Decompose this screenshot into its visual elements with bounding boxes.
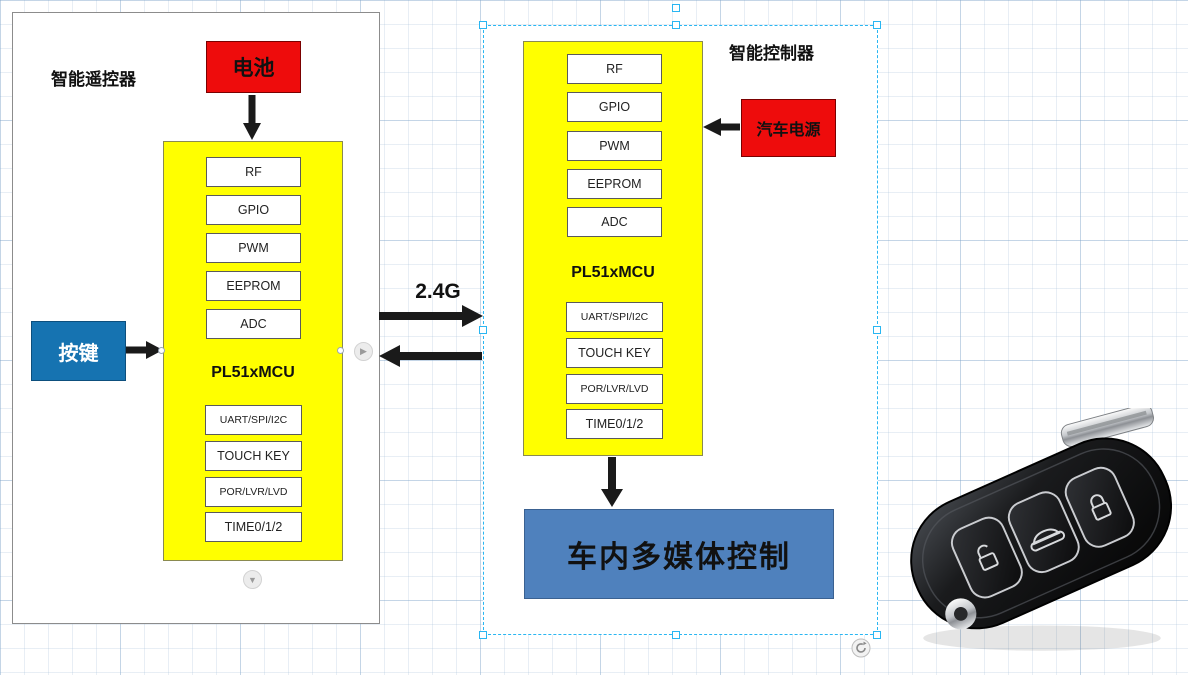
arrow-rf-left[interactable] [379, 345, 482, 367]
connection-point-right[interactable] [337, 347, 344, 354]
selection-handle-top-left[interactable] [479, 21, 487, 29]
module-label: TOUCH KEY [217, 449, 290, 463]
module-label: EEPROM [226, 279, 281, 293]
module-label: ADC [240, 317, 267, 331]
rotate-shape-icon[interactable] [851, 638, 871, 658]
unlock-button-icon [950, 516, 1023, 599]
battery-label: 电池 [232, 57, 275, 80]
module-label: ADC [601, 215, 628, 229]
controller-module-rf[interactable]: RF [567, 54, 662, 84]
battery-shape[interactable]: 电池 [206, 41, 301, 93]
triangle-right-glyph: ▶ [360, 346, 367, 356]
remote-group-title: 智能遥控器 [51, 70, 136, 89]
module-label: PWM [599, 139, 630, 153]
controller-mcu-name: PL51xMCU [571, 264, 655, 281]
multimedia-shape[interactable]: 车内多媒体控制 [524, 509, 834, 599]
module-label: UART/SPI/I2C [580, 311, 649, 323]
remote-module-uart-spi-i2c[interactable]: UART/SPI/I2C [205, 405, 302, 435]
lock-button-icon [1064, 466, 1135, 548]
remote-module-adc[interactable]: ADC [206, 309, 301, 339]
module-label: TIME0/1/2 [224, 520, 283, 534]
selection-rotate-handle[interactable] [672, 4, 680, 12]
nav-arrow-down-icon[interactable]: ▼ [243, 570, 262, 589]
controller-module-adc[interactable]: ADC [567, 207, 662, 237]
nav-arrow-right-icon[interactable]: ▶ [354, 342, 373, 361]
controller-module-touch-key[interactable]: TOUCH KEY [566, 338, 663, 368]
remote-module-pwm[interactable]: PWM [206, 233, 301, 263]
multimedia-label: 车内多媒体控制 [567, 541, 791, 574]
remote-module-gpio[interactable]: GPIO [206, 195, 301, 225]
controller-module-gpio[interactable]: GPIO [567, 92, 662, 122]
module-label: POR/LVR/LVD [219, 486, 288, 498]
remote-module-rf[interactable]: RF [206, 157, 301, 187]
remote-module-time012[interactable]: TIME0/1/2 [205, 512, 302, 542]
arrow-rf-right[interactable] [379, 305, 483, 327]
selection-handle-bottom-center[interactable] [672, 631, 680, 639]
selection-handle-bottom-right[interactable] [873, 631, 881, 639]
module-label: PWM [238, 241, 269, 255]
module-label: RF [606, 62, 623, 76]
car-power-shape[interactable]: 汽车电源 [741, 99, 836, 157]
remote-module-por-lvr-lvd[interactable]: POR/LVR/LVD [205, 477, 302, 507]
remote-group-container[interactable]: 智能遥控器 电池 按键 RF GPIO PWM EEPROM ADC PL51x… [12, 12, 380, 624]
module-label: GPIO [598, 100, 631, 114]
module-label: EEPROM [587, 177, 642, 191]
module-label: GPIO [237, 203, 270, 217]
triangle-down-glyph: ▼ [248, 574, 257, 585]
module-label: UART/SPI/I2C [219, 414, 288, 426]
car-key-photo [910, 408, 1173, 651]
module-label: POR/LVR/LVD [580, 383, 649, 395]
selection-handle-mid-left[interactable] [479, 326, 487, 334]
selection-handle-bottom-left[interactable] [479, 631, 487, 639]
module-label: RF [245, 165, 262, 179]
rf-link-label: 2.4G [415, 280, 461, 303]
controller-group-container[interactable]: 智能控制器 RF GPIO PWM EEPROM ADC PL51xMCU UA… [483, 25, 878, 635]
remote-mcu-block[interactable]: RF GPIO PWM EEPROM ADC PL51xMCU UART/SPI… [163, 141, 343, 561]
controller-module-pwm[interactable]: PWM [567, 131, 662, 161]
controller-module-time012[interactable]: TIME0/1/2 [566, 409, 663, 439]
remote-mcu-name: PL51xMCU [211, 364, 295, 381]
key-blade [1060, 408, 1154, 447]
remote-module-eeprom[interactable]: EEPROM [206, 271, 301, 301]
module-label: TOUCH KEY [578, 346, 651, 360]
car-power-label: 汽车电源 [756, 122, 821, 139]
module-label: TIME0/1/2 [585, 417, 644, 431]
key-button-label: 按键 [58, 342, 99, 365]
connection-point-left[interactable] [158, 347, 165, 354]
controller-module-uart-spi-i2c[interactable]: UART/SPI/I2C [566, 302, 663, 332]
controller-group-title: 智能控制器 [729, 44, 814, 63]
controller-module-eeprom[interactable]: EEPROM [567, 169, 662, 199]
key-button-shape[interactable]: 按键 [31, 321, 126, 381]
controller-module-por-lvr-lvd[interactable]: POR/LVR/LVD [566, 374, 663, 404]
remote-module-touch-key[interactable]: TOUCH KEY [205, 441, 302, 471]
controller-mcu-block[interactable]: RF GPIO PWM EEPROM ADC PL51xMCU UART/SPI… [523, 41, 703, 456]
selection-handle-top-right[interactable] [873, 21, 881, 29]
selection-handle-mid-right[interactable] [873, 326, 881, 334]
selection-handle-top-center[interactable] [672, 21, 680, 29]
